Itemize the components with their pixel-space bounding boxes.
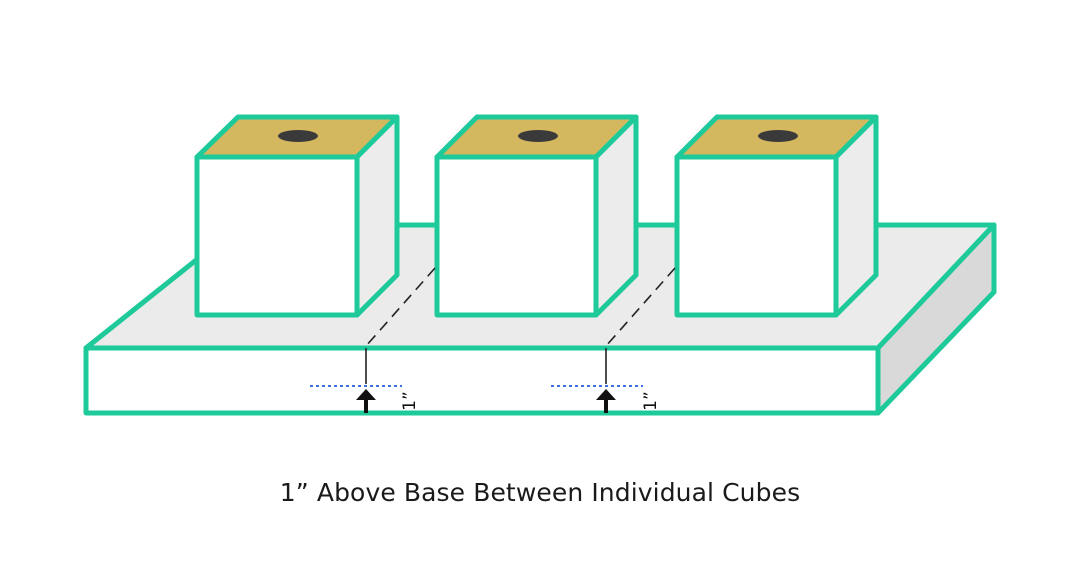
cube-2 bbox=[434, 114, 639, 318]
gap-guide-2: 1” bbox=[551, 267, 676, 413]
dimension-label: 1” bbox=[400, 391, 420, 411]
cube-front-face bbox=[194, 154, 360, 318]
base-front-face bbox=[83, 345, 881, 416]
dimension-label: 1” bbox=[641, 391, 661, 411]
cube-1 bbox=[194, 114, 400, 318]
gap-guide-1: 1” bbox=[310, 267, 436, 413]
cube-front-face bbox=[434, 154, 599, 318]
diagram-caption: 1” Above Base Between Individual Cubes bbox=[279, 478, 801, 507]
cube-front-face bbox=[674, 154, 839, 318]
cube-hole bbox=[518, 130, 558, 142]
cube-3 bbox=[674, 114, 879, 318]
cube-hole bbox=[278, 130, 318, 142]
cube-hole bbox=[758, 130, 798, 142]
up-arrow-icon bbox=[596, 389, 616, 413]
up-arrow-icon bbox=[356, 389, 376, 413]
